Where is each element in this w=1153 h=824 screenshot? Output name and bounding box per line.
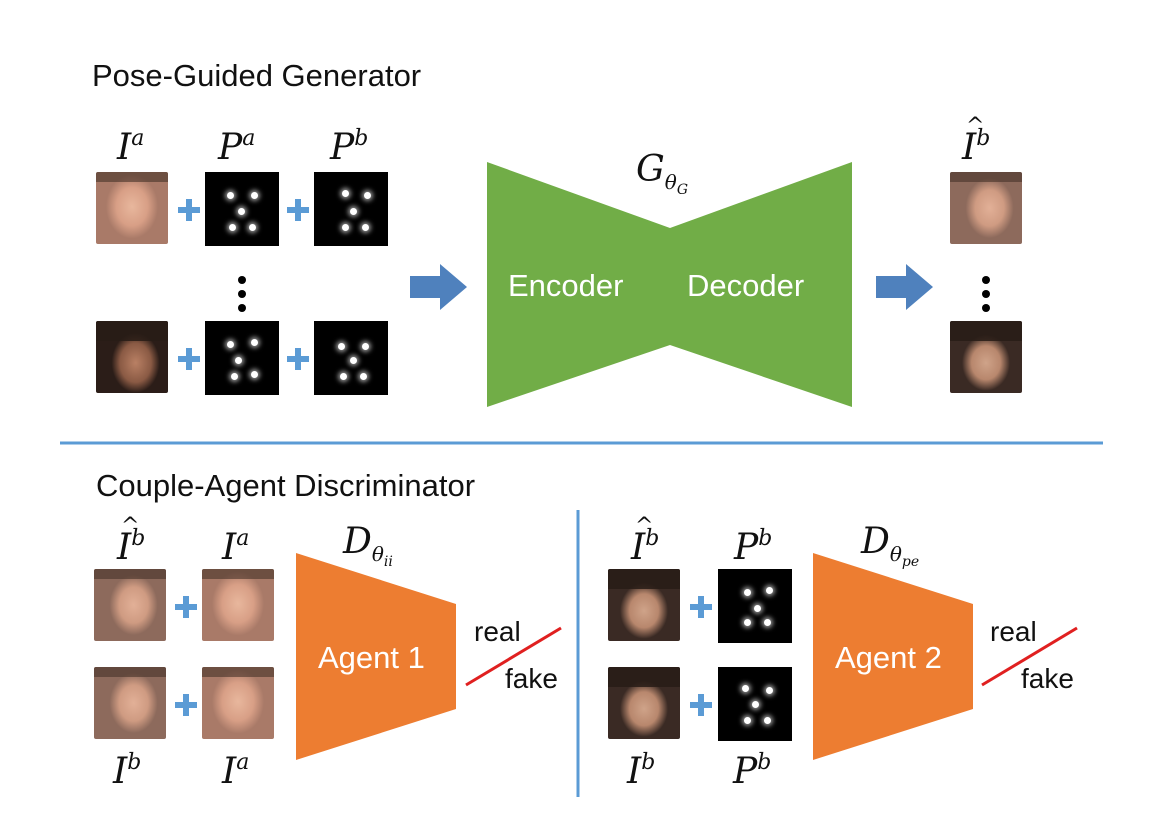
agent2-slash xyxy=(981,626,1078,687)
ellipsis-icon xyxy=(238,276,248,318)
input-arrow xyxy=(410,264,467,310)
agent1-slash xyxy=(465,626,562,687)
pose-heatmap xyxy=(205,172,279,246)
agent2-label: Agent 2 xyxy=(835,640,942,675)
plus-icon xyxy=(175,596,197,618)
label-agent1-bottom-left: Ib xyxy=(113,750,142,792)
face-image xyxy=(94,569,166,641)
face-image xyxy=(202,667,274,739)
plus-icon xyxy=(178,199,200,221)
face-image xyxy=(608,667,680,739)
plus-icon xyxy=(175,694,197,716)
label-agent1-discriminator: Dθii xyxy=(343,521,393,570)
agent2-shape xyxy=(813,553,973,760)
label-agent2-bottom-right: Pb xyxy=(733,750,772,792)
face-image xyxy=(96,321,168,393)
face-image xyxy=(950,321,1022,393)
agent1-label: Agent 1 xyxy=(318,640,425,675)
face-image xyxy=(608,569,680,641)
face-image xyxy=(202,569,274,641)
encoder-shape xyxy=(487,162,670,407)
decoder-shape xyxy=(670,162,852,407)
label-ia: Ia xyxy=(117,126,145,168)
pose-heatmap xyxy=(314,321,388,395)
pose-heatmap xyxy=(205,321,279,395)
encoder-label: Encoder xyxy=(508,268,624,303)
plus-icon xyxy=(690,694,712,716)
label-agent2-top-left: Ib xyxy=(631,516,659,566)
agent1-shape xyxy=(296,553,456,760)
discriminator-title: Couple-Agent Discriminator xyxy=(96,468,476,503)
face-image xyxy=(94,667,166,739)
pose-heatmap xyxy=(718,667,792,741)
pose-heatmap xyxy=(718,569,792,643)
generator-title: Pose-Guided Generator xyxy=(92,58,422,93)
pose-heatmap xyxy=(314,172,388,246)
label-pa: Pa xyxy=(218,126,256,168)
label-agent2-top-right: Pb xyxy=(734,526,773,568)
plus-icon xyxy=(287,348,309,370)
label-agent2-bottom-left: Ib xyxy=(627,750,656,792)
output-arrow xyxy=(876,264,933,310)
label-output: Ib xyxy=(962,116,990,166)
label-agent2-discriminator: Dθpe xyxy=(861,521,920,570)
plus-icon xyxy=(178,348,200,370)
label-pb: Pb xyxy=(330,126,369,168)
ellipsis-icon xyxy=(982,276,992,318)
face-image xyxy=(950,172,1022,244)
label-agent1-top-right: Ia xyxy=(222,526,250,568)
label-generator: GθG xyxy=(636,149,688,198)
agent1-real-label: real xyxy=(474,616,521,647)
plus-icon xyxy=(690,596,712,618)
decoder-label: Decoder xyxy=(687,268,805,303)
agent2-fake-label: fake xyxy=(1021,663,1074,694)
label-agent1-top-left: Ib xyxy=(117,516,145,566)
face-image xyxy=(96,172,168,244)
agent2-real-label: real xyxy=(990,616,1037,647)
label-agent1-bottom-right: Ia xyxy=(222,750,250,792)
plus-icon xyxy=(287,199,309,221)
agent1-fake-label: fake xyxy=(505,663,558,694)
